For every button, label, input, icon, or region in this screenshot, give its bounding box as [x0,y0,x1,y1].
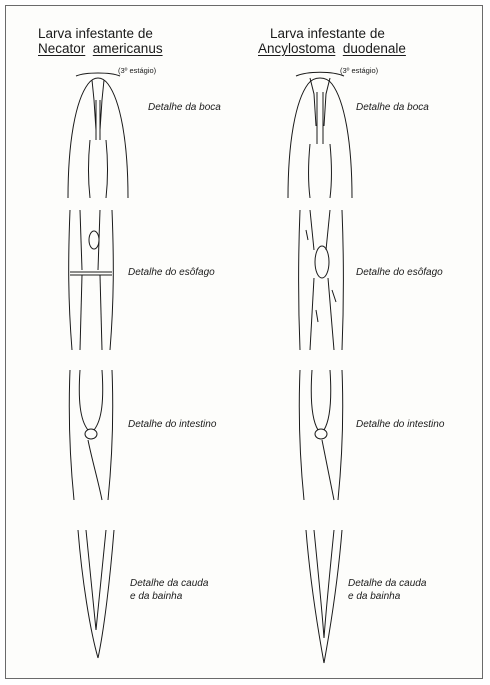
right-caption-mouth: Detalhe da boca [356,101,429,114]
right-intestine-drawing [296,370,346,500]
right-caption-esophagus: Detalhe do esôfago [356,266,443,279]
left-species: americanus [93,41,163,56]
right-genus: Ancylostoma [258,41,335,56]
left-title-line: Larva infestante de [38,26,163,41]
right-esophagus-drawing [296,210,346,350]
left-caption-esophagus: Detalhe do esôfago [128,266,215,279]
left-column-header: Larva infestante de Necator americanus [38,26,163,56]
right-caption-tail: Detalhe da cauda e da bainha [348,577,426,603]
left-caption-tail-line2: e da bainha [130,590,208,603]
right-caption-intestine: Detalhe do intestino [356,418,444,431]
left-caption-tail-line1: Detalhe da cauda [130,577,208,590]
right-title-line: Larva infestante de [258,26,406,41]
left-esophagus-drawing [66,210,116,350]
left-mouth-drawing [58,70,138,200]
left-intestine-drawing [66,370,116,500]
right-tail-drawing [304,530,344,665]
left-tail-drawing [76,530,116,660]
right-species: duodenale [343,41,406,56]
right-caption-tail-line2: e da bainha [348,590,426,603]
right-mouth-drawing [280,70,360,200]
left-caption-tail: Detalhe da cauda e da bainha [130,577,208,603]
left-caption-intestine: Detalhe do intestino [128,418,216,431]
left-genus: Necator [38,41,85,56]
right-column-header: Larva infestante de Ancylostoma duodenal… [258,26,406,56]
left-caption-mouth: Detalhe da boca [148,101,221,114]
right-caption-tail-line1: Detalhe da cauda [348,577,426,590]
